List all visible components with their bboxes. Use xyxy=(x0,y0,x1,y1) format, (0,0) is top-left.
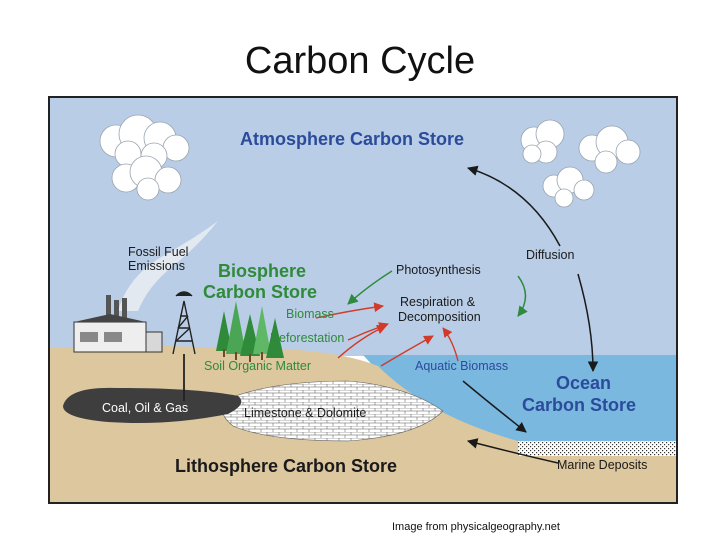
marine-deposits-layer xyxy=(518,441,678,456)
soil-organic-matter-label: Soil Organic Matter xyxy=(204,359,311,373)
deforestation-label: Deforestation xyxy=(270,331,344,345)
lithosphere-store-label: Lithosphere Carbon Store xyxy=(175,456,397,476)
marine-deposits-label: Marine Deposits xyxy=(557,458,647,472)
biosphere-store-label-2: Carbon Store xyxy=(203,282,317,302)
ocean-store-label: Ocean xyxy=(556,373,611,393)
respiration-label-2: Decomposition xyxy=(398,310,481,324)
slide-title: Carbon Cycle xyxy=(0,42,720,80)
photosynthesis-label: Photosynthesis xyxy=(396,263,481,277)
atmosphere-store-label: Atmosphere Carbon Store xyxy=(240,129,464,149)
diffusion-label: Diffusion xyxy=(526,248,574,262)
image-credit: Image from physicalgeography.net xyxy=(392,521,560,533)
respiration-label: Respiration & xyxy=(400,295,476,309)
biomass-label: Biomass xyxy=(286,307,334,321)
aquatic-biomass-label: Aquatic Biomass xyxy=(415,359,508,373)
ocean-store-label-2: Carbon Store xyxy=(522,395,636,415)
biosphere-store-label: Biosphere xyxy=(218,261,306,281)
coal-oil-gas-label: Coal, Oil & Gas xyxy=(102,401,188,415)
carbon-cycle-diagram: Atmosphere Carbon Store Biosphere Carbon… xyxy=(48,96,678,504)
fossil-fuel-label-2: Emissions xyxy=(128,259,185,273)
limestone-dolomite-label: Limestone & Dolomite xyxy=(244,406,366,420)
fossil-fuel-label: Fossil Fuel xyxy=(128,245,188,259)
